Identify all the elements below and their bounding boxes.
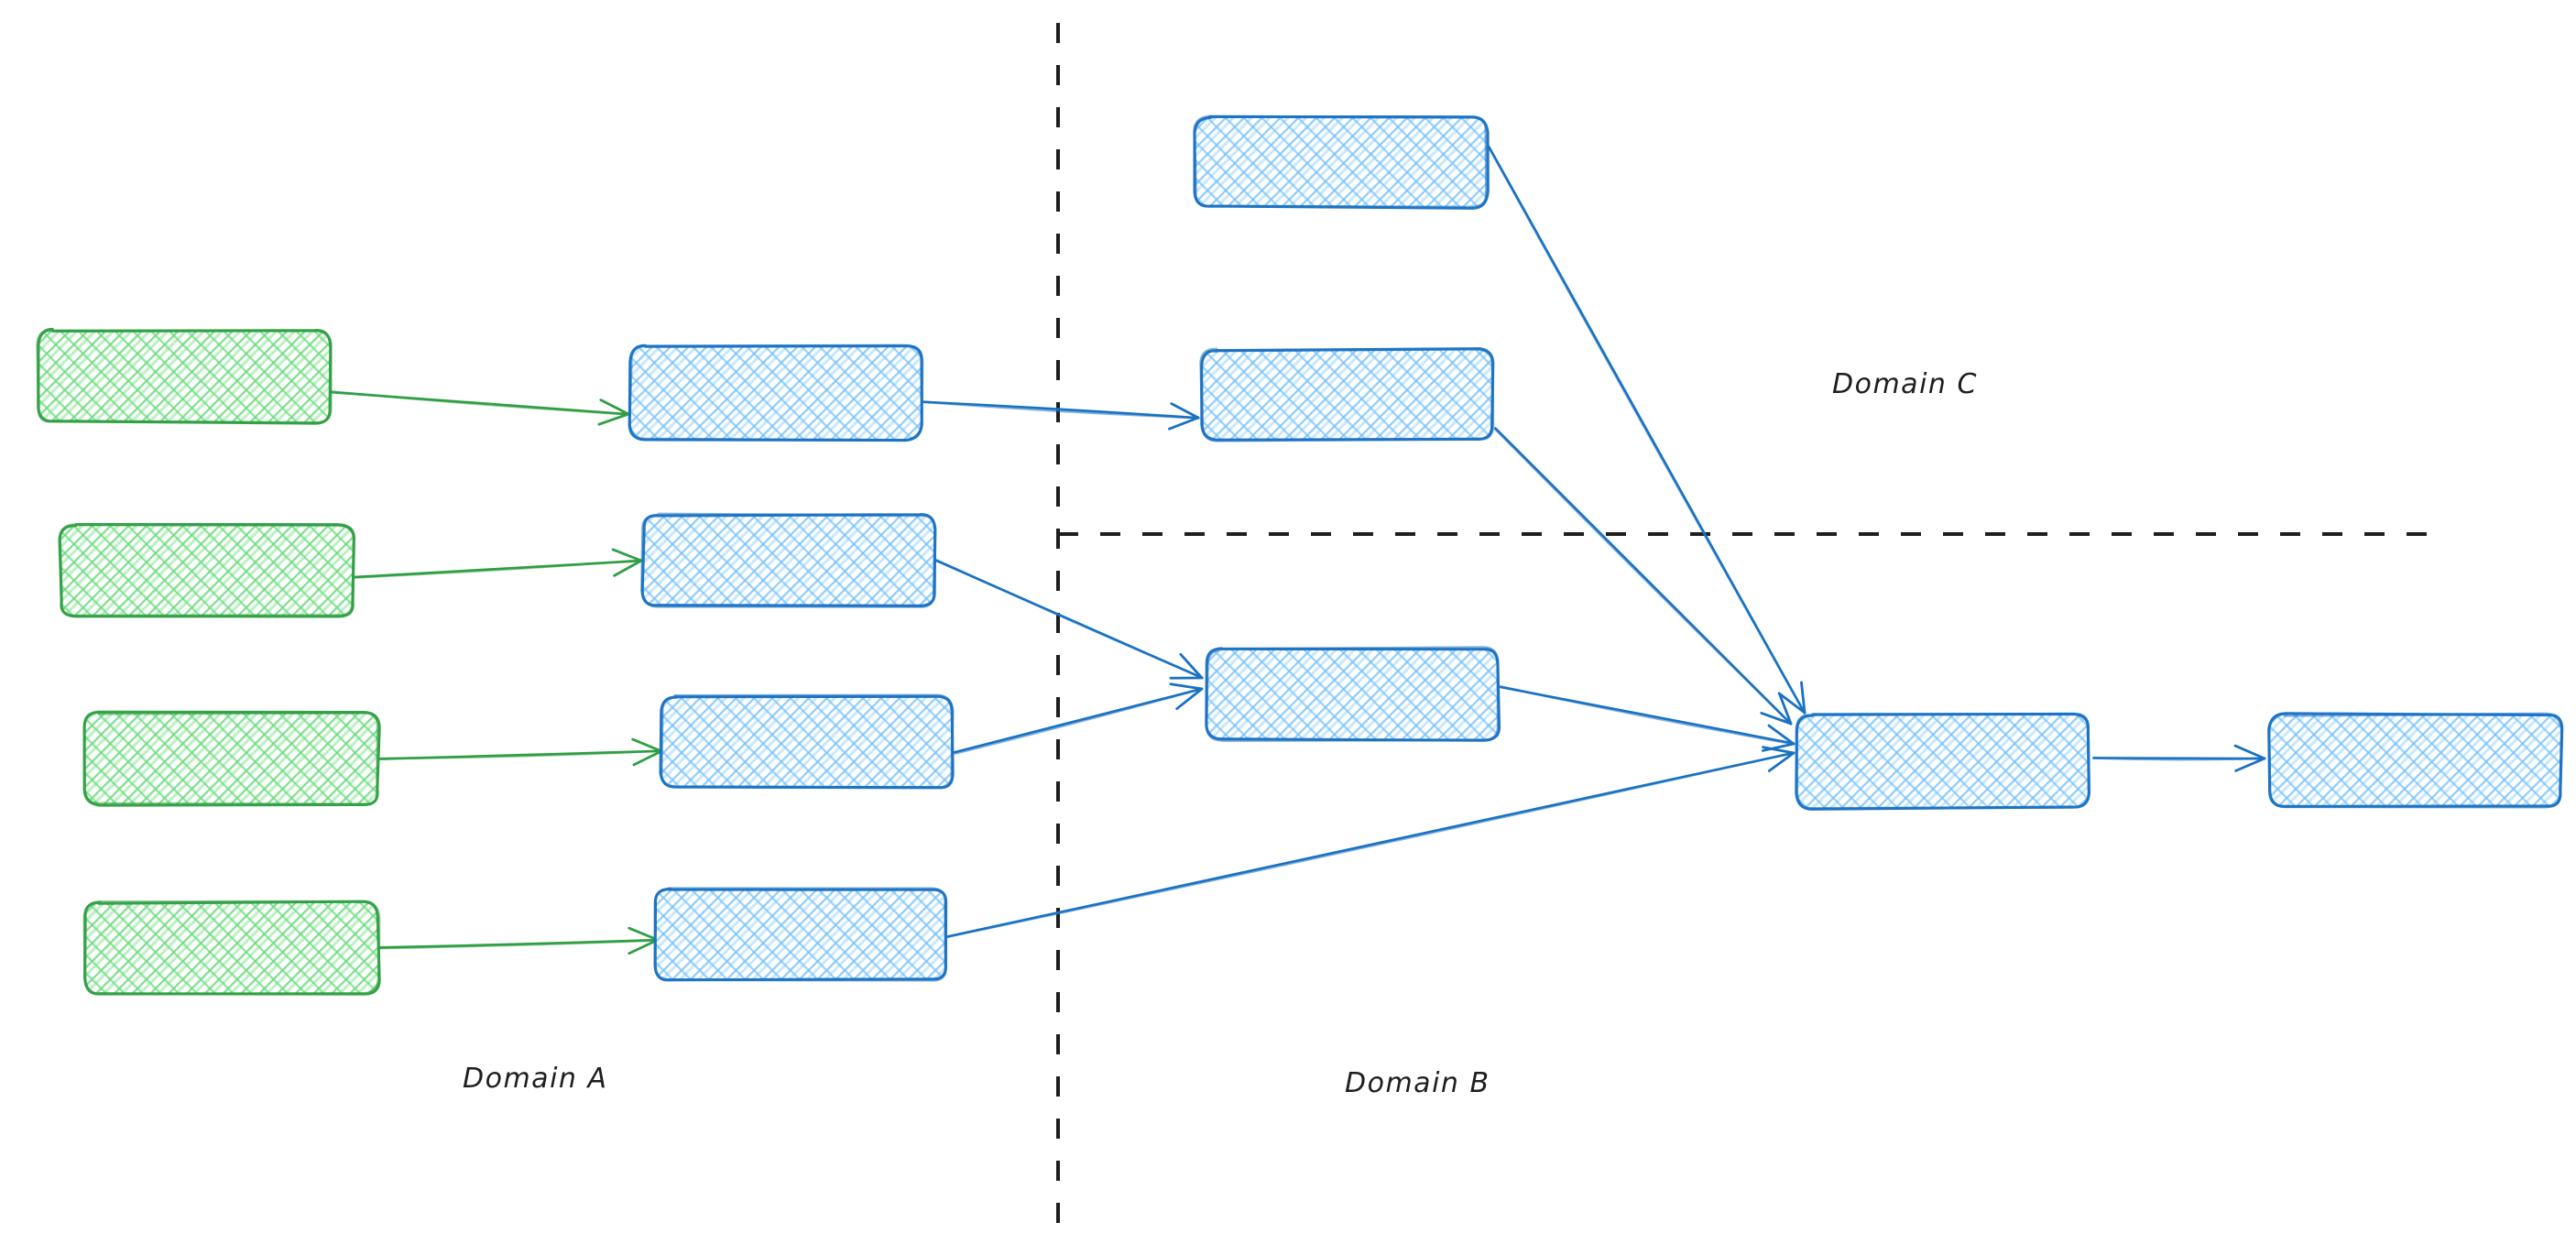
edge-line [329,389,630,416]
node-outline [2267,712,2564,809]
node-fill-cross [60,525,354,617]
edge-arrowhead [1777,692,1806,715]
source-node-a3[interactable] [82,710,381,807]
edge-arrowhead [631,737,663,753]
node-fill-cross [1207,649,1499,740]
node-outline [82,900,381,996]
edge-a1-to-b1[interactable] [328,389,630,426]
domain-dividers [1056,23,2448,1244]
edge-arrowhead [1800,681,1806,715]
node-outline [82,710,379,806]
source-node-a2[interactable] [58,522,356,618]
node-fill-cross [1797,715,2089,808]
node-fill-cross [38,330,330,422]
edge-b3-to-c3[interactable] [953,682,1204,755]
node-outline [660,693,955,790]
edge-arrowhead [628,938,660,955]
edge-line [1487,145,1806,715]
node-fill-cross [85,902,378,994]
node-fill-cross [1195,117,1487,207]
edge-arrowhead [2234,757,2266,772]
edge-arrowhead [611,548,643,562]
node-fill-cross [85,713,378,804]
edge-arrowhead [613,559,643,577]
edge-b2-to-c3[interactable] [934,559,1204,680]
node-outline [1205,646,1500,742]
domain-a-label: Domain A [463,1063,608,1095]
edge-arrowhead [1168,416,1200,431]
edge-arrowhead [1760,711,1793,726]
edge-c2-to-d1[interactable] [1494,427,1793,726]
edge-arrowhead [628,926,660,942]
node-outline [58,523,356,617]
edge-line [1499,685,1796,746]
domain-b-node-upper[interactable] [1199,347,1495,442]
source-node-a4[interactable] [82,900,381,996]
stage-node-b1[interactable] [628,344,924,442]
node-fill-cross [655,889,946,980]
node-outline [1193,115,1489,209]
edge-a4-to-b4[interactable] [378,926,660,955]
edge-d1-to-e1[interactable] [2092,744,2266,772]
edge-arrowhead [599,398,630,416]
edge-b1-to-c2[interactable] [922,400,1200,431]
domain-b-node-center[interactable] [1205,646,1501,742]
stage-node-b2[interactable] [640,512,937,608]
edge-arrowhead [1767,751,1796,772]
edge-b4-to-d1[interactable] [946,746,1796,938]
edge-c3-to-d1[interactable] [1499,685,1796,752]
node-outline [1199,347,1495,442]
edge-a2-to-b2[interactable] [354,548,643,579]
node-outline [36,329,333,425]
source-node-a1[interactable] [36,327,333,425]
edge-line [2092,757,2266,761]
edge-c1-to-d1[interactable] [1487,145,1806,715]
edge-arrowhead [597,412,630,426]
domain-c-label: Domain C [1832,368,1978,400]
edge-arrowhead [1762,746,1796,755]
stage-node-b4[interactable] [653,887,948,982]
terminal-node[interactable] [2267,712,2564,809]
node-fill-cross [2270,715,2561,806]
edge-arrowhead [1170,402,1200,420]
edge-line [1494,428,1793,726]
edge-line [355,559,643,579]
domain-b-node-top[interactable] [1193,115,1490,210]
edge-arrowhead [632,749,663,767]
edge-arrowhead [1169,682,1204,691]
node-fill-cross [643,515,934,606]
domain-b-label: Domain B [1345,1067,1490,1099]
edge-arrowhead [1175,687,1204,711]
edge-line [935,559,1203,679]
diagram-edges [328,145,2266,955]
edge-line [379,939,660,950]
node-fill-cross [630,346,922,440]
edge-line [379,749,663,760]
stage-node-b3[interactable] [659,693,955,790]
node-outline [653,887,947,982]
node-fill-cross [661,696,953,788]
node-outline [1795,712,2091,811]
domain-c-converge-node[interactable] [1795,712,2091,811]
edge-line [954,687,1204,755]
diagram-nodes [36,115,2564,996]
edge-arrowhead [1767,724,1796,746]
edge-line [946,751,1796,938]
edge-arrowhead [1761,742,1796,752]
node-fill-cross [1202,350,1493,440]
edge-arrowhead [2233,744,2266,760]
edge-arrowhead [1778,693,1793,726]
edge-a3-to-b3[interactable] [378,737,663,767]
edge-arrowhead [1179,652,1204,680]
node-outline [640,512,937,608]
edge-line [922,400,1200,420]
node-outline [628,344,924,442]
